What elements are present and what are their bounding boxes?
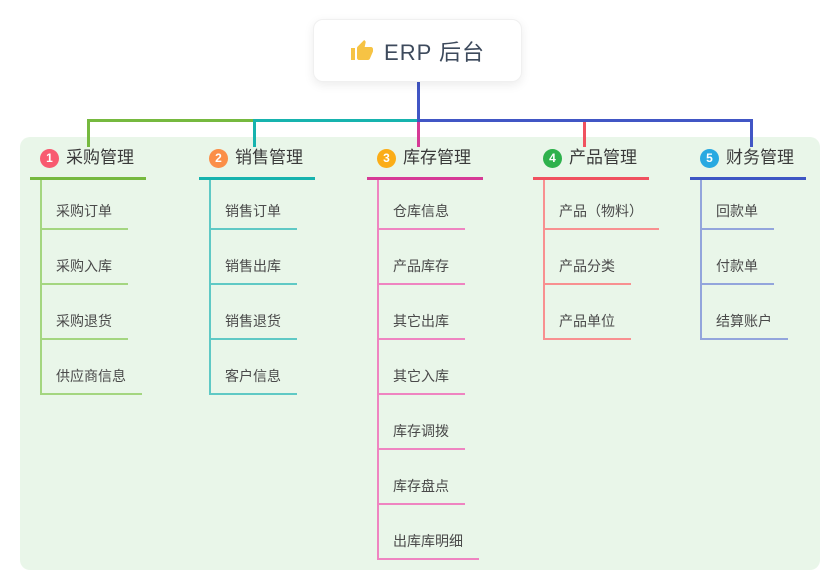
connector-drop-branch1 xyxy=(87,122,90,147)
branch-badge: 1 xyxy=(40,148,59,168)
branch-title-inventory[interactable]: 3 库存管理 xyxy=(367,146,483,180)
connector-root-drop xyxy=(417,82,420,122)
node-product-category[interactable]: 产品分类 xyxy=(545,258,631,285)
node-purchase-return[interactable]: 采购退货 xyxy=(42,313,128,340)
branch-children: 仓库信息 产品库存 其它出库 其它入库 库存调拨 库存盘点 出库库明细 xyxy=(377,180,483,560)
branch-title-label: 产品管理 xyxy=(569,148,637,167)
connector-bus-green xyxy=(87,119,253,122)
branch-product: 4 产品管理 产品（物料） 产品分类 产品单位 xyxy=(533,146,659,340)
node-outbound-details[interactable]: 出库库明细 xyxy=(379,533,479,560)
branch-badge: 5 xyxy=(700,148,719,168)
branches-panel xyxy=(20,137,820,570)
node-product-unit[interactable]: 产品单位 xyxy=(545,313,631,340)
node-sales-outbound[interactable]: 销售出库 xyxy=(211,258,297,285)
node-customer-info[interactable]: 客户信息 xyxy=(211,368,297,395)
branch-badge: 3 xyxy=(377,148,396,168)
branch-title-label: 采购管理 xyxy=(66,148,134,167)
branch-title-label: 销售管理 xyxy=(235,148,303,167)
node-other-outbound[interactable]: 其它出库 xyxy=(379,313,465,340)
node-purchase-inbound[interactable]: 采购入库 xyxy=(42,258,128,285)
branch-children: 回款单 付款单 结算账户 xyxy=(700,180,806,340)
connector-drop-branch2 xyxy=(253,122,256,147)
branch-children: 销售订单 销售出库 销售退货 客户信息 xyxy=(209,180,315,395)
node-settlement-account[interactable]: 结算账户 xyxy=(702,313,788,340)
connector-drop-branch5 xyxy=(750,122,753,147)
root-node-label: ERP 后台 xyxy=(384,39,485,65)
node-warehouse-info[interactable]: 仓库信息 xyxy=(379,203,465,230)
branch-children: 采购订单 采购入库 采购退货 供应商信息 xyxy=(40,180,146,395)
node-stock-transfer[interactable]: 库存调拨 xyxy=(379,423,465,450)
branch-badge: 4 xyxy=(543,148,562,168)
branch-title-product[interactable]: 4 产品管理 xyxy=(533,146,649,180)
node-purchase-order[interactable]: 采购订单 xyxy=(42,203,128,230)
branch-children: 产品（物料） 产品分类 产品单位 xyxy=(543,180,659,340)
branch-title-label: 库存管理 xyxy=(403,148,471,167)
branch-title-finance[interactable]: 5 财务管理 xyxy=(690,146,806,180)
node-other-inbound[interactable]: 其它入库 xyxy=(379,368,465,395)
connector-drop-branch4 xyxy=(583,122,586,147)
node-payment-bill[interactable]: 付款单 xyxy=(702,258,774,285)
node-product-material[interactable]: 产品（物料） xyxy=(545,203,659,230)
root-node[interactable]: ERP 后台 xyxy=(313,19,522,82)
thumbs-up-icon xyxy=(350,39,374,63)
node-receipt-bill[interactable]: 回款单 xyxy=(702,203,774,230)
branch-purchase: 1 采购管理 采购订单 采购入库 采购退货 供应商信息 xyxy=(30,146,146,395)
branch-title-sales[interactable]: 2 销售管理 xyxy=(199,146,315,180)
node-sales-order[interactable]: 销售订单 xyxy=(211,203,297,230)
branch-finance: 5 财务管理 回款单 付款单 结算账户 xyxy=(690,146,806,340)
connector-drop-branch3 xyxy=(417,122,420,147)
connector-bus-blue xyxy=(417,119,753,122)
connector-bus-teal xyxy=(253,119,417,122)
node-product-stock[interactable]: 产品库存 xyxy=(379,258,465,285)
branch-badge: 2 xyxy=(209,148,228,168)
node-supplier-info[interactable]: 供应商信息 xyxy=(42,368,142,395)
branch-title-purchase[interactable]: 1 采购管理 xyxy=(30,146,146,180)
node-stock-taking[interactable]: 库存盘点 xyxy=(379,478,465,505)
branch-title-label: 财务管理 xyxy=(726,148,794,167)
branch-inventory: 3 库存管理 仓库信息 产品库存 其它出库 其它入库 库存调拨 库存盘点 出库库… xyxy=(367,146,483,560)
branch-sales: 2 销售管理 销售订单 销售出库 销售退货 客户信息 xyxy=(199,146,315,395)
node-sales-return[interactable]: 销售退货 xyxy=(211,313,297,340)
